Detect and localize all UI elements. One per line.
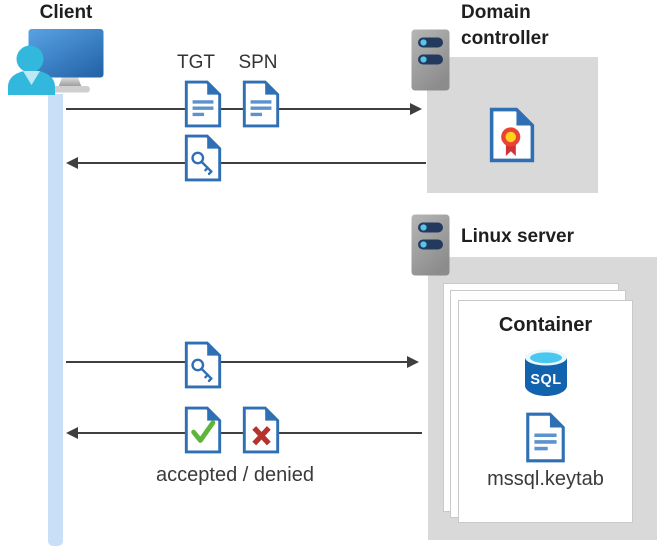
user-icon — [8, 45, 55, 95]
spn-document-icon — [242, 80, 280, 128]
ticket-key-document-icon — [184, 134, 222, 182]
client-label: Client — [39, 2, 93, 23]
client-icon — [8, 29, 104, 95]
monitor-icon — [28, 29, 104, 93]
container-card: Container SQL mssql.keytab — [458, 300, 633, 523]
sql-label: SQL — [530, 372, 561, 388]
spn-label: SPN — [238, 52, 278, 73]
linux-server-icon — [411, 214, 450, 276]
certificate-icon — [489, 107, 535, 163]
keytab-file-label: mssql.keytab — [487, 468, 604, 490]
linux-server-label: Linux server — [461, 226, 574, 247]
ticket-key-document-icon — [184, 341, 222, 389]
keytab-document-icon — [526, 412, 565, 463]
client-lifeline — [48, 94, 63, 546]
domain-controller-server-icon — [411, 29, 450, 91]
sql-database-icon: SQL — [524, 349, 567, 396]
arrow-send-ticket — [66, 356, 419, 368]
container-label: Container — [498, 314, 593, 336]
tgt-document-icon — [184, 80, 222, 128]
arrow-request-tickets — [66, 103, 422, 115]
arrow-response-ticket — [66, 157, 426, 169]
denied-document-icon — [242, 406, 280, 454]
tgt-label: TGT — [177, 52, 215, 73]
accepted-denied-label: accepted / denied — [156, 464, 314, 486]
domain-controller-label: Domain controller — [461, 2, 549, 49]
accepted-document-icon — [184, 406, 222, 454]
